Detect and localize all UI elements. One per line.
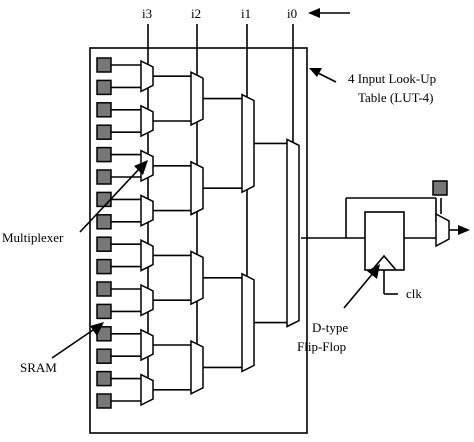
- mux: [190, 339, 204, 396]
- sram-cell: [96, 303, 112, 320]
- lut-label-line1: 4 Input Look-Up: [348, 71, 436, 86]
- sram-cell: [96, 236, 112, 252]
- clk-wire: [383, 270, 398, 295]
- clk-label: clk: [406, 286, 422, 301]
- lut-arrow: [309, 68, 337, 83]
- dff-arrow: [343, 264, 380, 309]
- sram-cell: [96, 348, 112, 364]
- sram-cell: [96, 281, 112, 297]
- sram-arrow: [51, 322, 104, 359]
- mux: [140, 373, 154, 407]
- input-i1-label: i1: [241, 6, 251, 21]
- mux: [190, 70, 204, 127]
- sram-cell: [96, 146, 112, 163]
- dff-label-line2: Flip-Flop: [297, 339, 346, 354]
- mux: [190, 250, 204, 306]
- mux: [140, 194, 154, 228]
- sram-cell: [96, 393, 112, 409]
- sram-cell: [96, 79, 112, 96]
- mux: [140, 238, 154, 272]
- sram-cell: [96, 191, 112, 208]
- sram-cell: [96, 57, 112, 73]
- mux: [241, 93, 255, 194]
- input-i2-label: i2: [191, 6, 201, 21]
- sram-cell: [96, 169, 112, 185]
- mux: [241, 272, 255, 373]
- sram-label: SRAM: [20, 360, 57, 375]
- sram-cell: [96, 214, 112, 230]
- mux: [140, 283, 154, 317]
- output-mux: [435, 212, 450, 248]
- lut-label-line2: Table (LUT-4): [358, 90, 434, 105]
- multiplexers: [140, 59, 300, 407]
- sram-cell: [96, 258, 112, 275]
- mux: [286, 138, 300, 328]
- lut-box: [89, 47, 308, 434]
- d-flip-flop: [364, 211, 405, 271]
- multiplexer-arrow: [79, 160, 148, 233]
- input-i0-label: i0: [287, 6, 297, 21]
- mux: [140, 328, 154, 362]
- output-sram-cell: [432, 180, 448, 196]
- input-i3-label: i3: [142, 6, 152, 21]
- sram-cell: [96, 124, 112, 140]
- dff-label-line1: D-type: [312, 320, 348, 335]
- inputs-arrow: [308, 8, 350, 18]
- sram-cell: [96, 370, 112, 387]
- mux: [140, 104, 154, 138]
- sram-cell: [96, 102, 112, 118]
- mux: [140, 59, 154, 93]
- sram-cells: [96, 57, 112, 409]
- mux: [190, 160, 204, 216]
- multiplexer-label: Multiplexer: [2, 230, 64, 245]
